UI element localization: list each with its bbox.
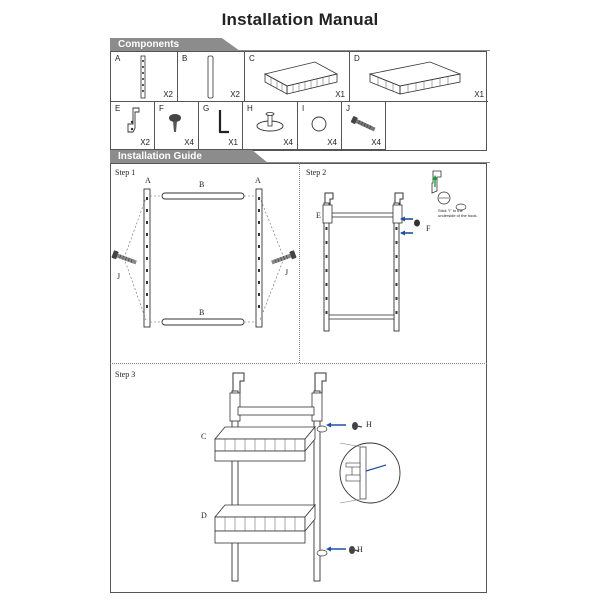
part-qty: X4 (184, 138, 194, 147)
label-d: D (201, 511, 207, 520)
components-header: Components (110, 38, 490, 51)
label-j-left: J (117, 272, 121, 281)
label-h-top: H (366, 420, 372, 429)
part-f-cell: F X4 (155, 102, 199, 150)
step-3-label: Step 3 (115, 370, 136, 379)
note-line: Stick "I" to the (438, 208, 463, 213)
step-3-diagram (214, 372, 401, 582)
part-letter: E (115, 104, 121, 113)
suction-cup-icon (256, 112, 284, 132)
installation-guide (110, 163, 487, 593)
part-qty: X2 (140, 138, 150, 147)
part-i-cell: I X4 (298, 102, 342, 150)
rail-icon (140, 55, 146, 99)
part-d-cell: D X1 (350, 52, 488, 102)
part-qty: X1 (228, 138, 238, 147)
part-letter: D (354, 54, 360, 63)
part-b-cell: B X2 (178, 52, 245, 102)
step-2-note: Stick "I" to the underside of the hook. (438, 208, 478, 218)
label-b-top: B (199, 180, 205, 189)
part-j-cell: J X4 (342, 102, 386, 150)
part-qty: X4 (327, 138, 337, 147)
bolt-icon (350, 116, 376, 132)
part-qty: X4 (283, 138, 293, 147)
basket-icon (263, 61, 339, 95)
label-f: F (426, 224, 431, 233)
manual-title: Installation Manual (221, 10, 379, 29)
label-h-bottom: H (357, 545, 363, 554)
step-divider-horizontal (110, 363, 487, 364)
part-letter: C (249, 54, 255, 63)
adhesive-pad-icon (311, 116, 327, 132)
part-letter: I (302, 104, 305, 113)
part-letter: A (115, 54, 121, 63)
hex-key-icon (218, 110, 229, 134)
part-qty: X1 (474, 90, 484, 99)
screw-icon (169, 114, 181, 132)
part-g-cell: G X1 (199, 102, 243, 150)
label-e: E (316, 211, 321, 220)
note-line: underside of the hook. (438, 213, 478, 218)
part-letter: F (159, 104, 164, 113)
guide-heading: Installation Guide (110, 150, 268, 163)
part-letter: G (203, 104, 210, 113)
part-qty: X2 (163, 90, 173, 99)
part-letter: J (346, 104, 350, 113)
step-2-label: Step 2 (306, 168, 327, 177)
part-qty: X2 (230, 90, 240, 99)
part-qty: X4 (371, 138, 381, 147)
part-c-cell: C X1 (245, 52, 350, 102)
label-a-left: A (145, 176, 151, 185)
components-heading: Components (110, 38, 240, 51)
step-divider-vertical (299, 163, 300, 363)
step-1-label: Step 1 (115, 168, 136, 177)
guide-header: Installation Guide (110, 150, 490, 163)
step-1-diagram (111, 188, 297, 328)
part-e-cell: E X2 (111, 102, 155, 150)
part-letter: B (182, 54, 188, 63)
part-letter: H (247, 104, 253, 113)
hook-icon (127, 107, 140, 133)
label-j-right: J (285, 268, 289, 277)
label-a-right: A (255, 176, 261, 185)
step-2-diagram (322, 170, 467, 332)
label-b-bottom: B (199, 308, 205, 317)
basket-icon (368, 61, 462, 95)
components-grid: A X2 B X2 C X1 (110, 51, 488, 151)
part-a-cell: A X2 (111, 52, 178, 102)
label-c: C (201, 432, 207, 441)
part-h-cell: H X4 (243, 102, 298, 150)
part-qty: X1 (335, 90, 345, 99)
bar-icon (207, 55, 214, 99)
